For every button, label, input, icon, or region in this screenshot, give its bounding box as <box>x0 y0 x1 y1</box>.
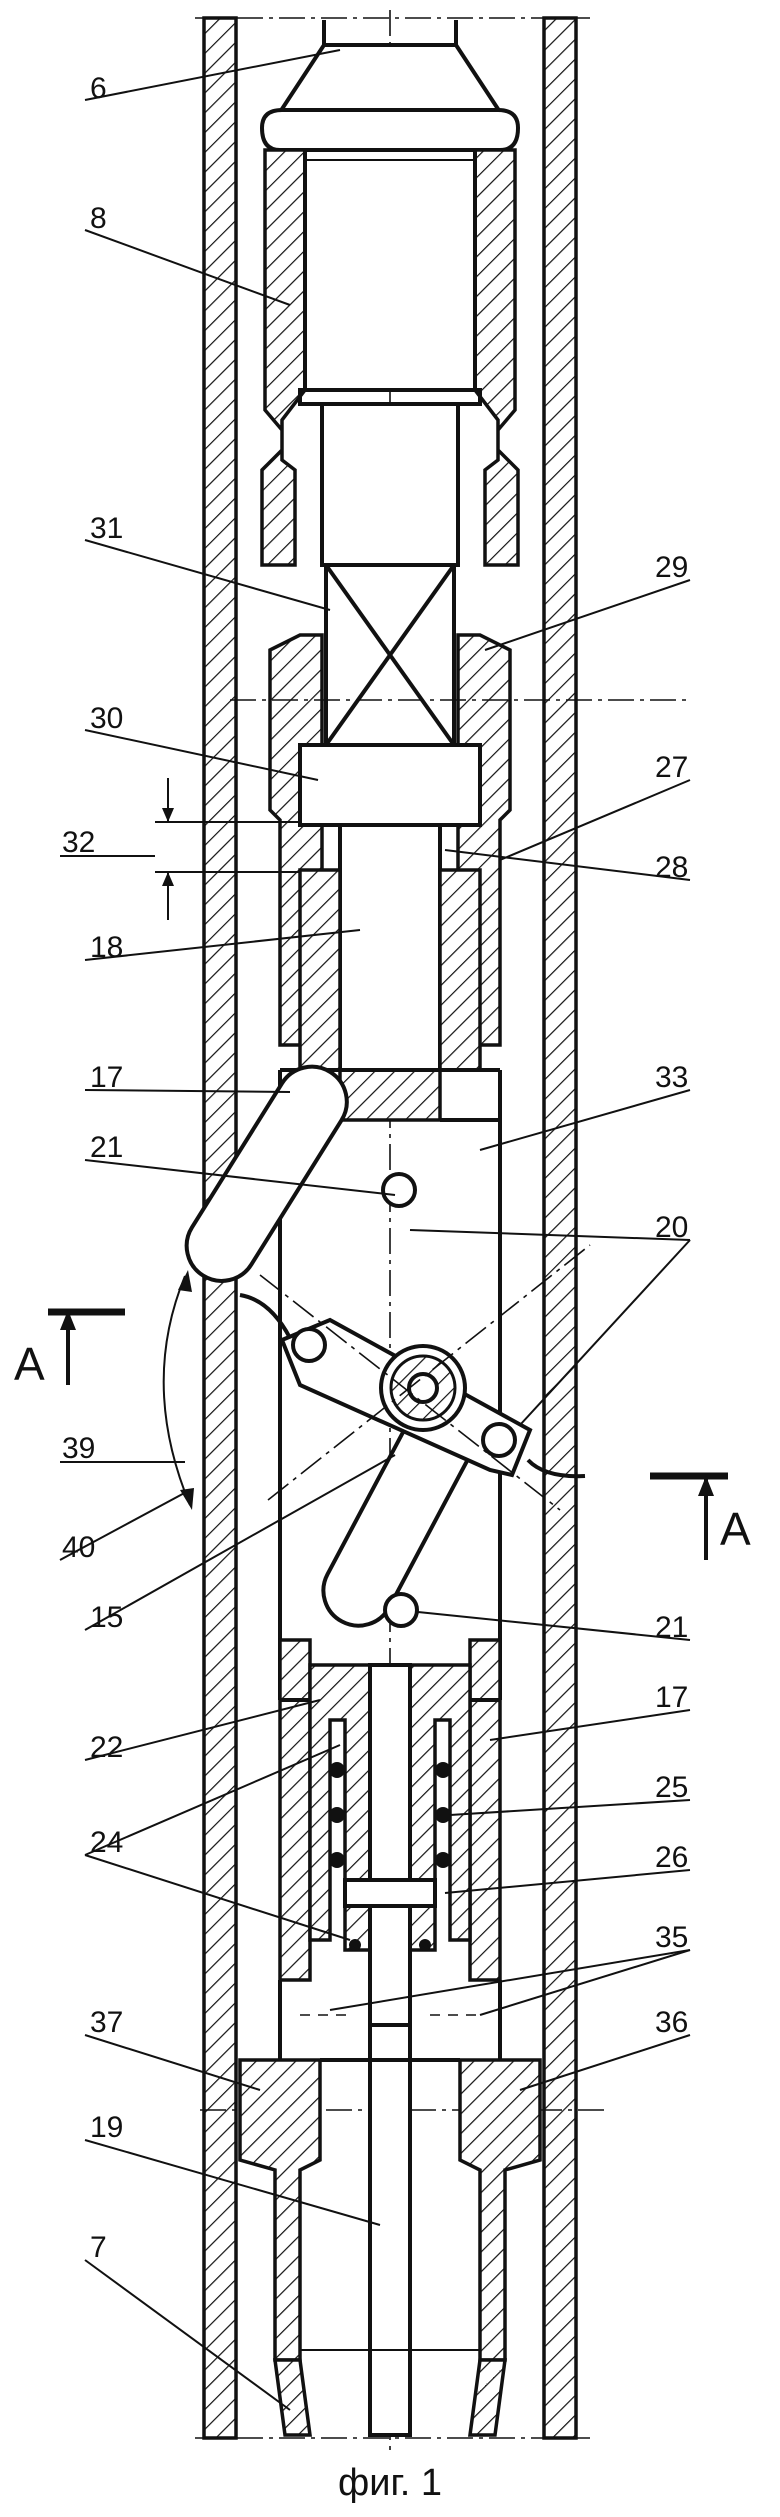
label-17-upper: 17 <box>90 1061 123 1094</box>
piston-head <box>298 743 482 827</box>
figure-caption: фиг. 1 <box>338 2462 442 2504</box>
dimension-32 <box>155 778 300 920</box>
lower-body <box>278 1638 502 2060</box>
label-15: 15 <box>90 1601 123 1634</box>
bottom-coupling <box>200 2023 610 2437</box>
label-31: 31 <box>90 512 123 545</box>
label-32: 32 <box>62 826 95 859</box>
part-labels: 6 8 31 29 30 27 32 28 18 17 33 21 20 A 3… <box>14 72 751 2264</box>
label-27: 27 <box>655 751 688 784</box>
label-18: 18 <box>90 931 123 964</box>
section-line-a <box>48 1293 728 1560</box>
label-21-upper: 21 <box>90 1131 123 1164</box>
label-6: 6 <box>90 72 107 105</box>
angle-39 <box>162 1270 194 1510</box>
label-33: 33 <box>655 1061 688 1094</box>
upper-housing <box>260 148 520 567</box>
label-20: 20 <box>655 1211 688 1244</box>
upper-rod-assembly <box>278 823 502 1122</box>
linkage <box>184 1064 591 1628</box>
label-30: 30 <box>90 702 123 735</box>
label-7: 7 <box>90 2231 107 2264</box>
label-39: 39 <box>62 1432 95 1465</box>
label-37: 37 <box>90 2006 123 2039</box>
label-28: 28 <box>655 851 688 884</box>
label-29: 29 <box>655 551 688 584</box>
label-36: 36 <box>655 2006 688 2039</box>
label-35: 35 <box>655 1921 688 1954</box>
label-22: 22 <box>90 1731 123 1764</box>
label-19: 19 <box>90 2111 123 2144</box>
label-26: 26 <box>655 1841 688 1874</box>
spring-coils <box>329 1762 451 1868</box>
leader-lines <box>59 49 691 2411</box>
label-21-lower: 21 <box>655 1611 688 1644</box>
section-label-a-left: A <box>14 1338 45 1390</box>
label-24: 24 <box>90 1826 123 1859</box>
label-8: 8 <box>90 202 107 235</box>
label-17-lower: 17 <box>655 1681 688 1714</box>
square-shank <box>324 563 456 747</box>
label-40: 40 <box>62 1531 95 1564</box>
section-label-a-right: A <box>720 1503 751 1555</box>
top-cone <box>259 20 521 152</box>
label-25: 25 <box>655 1771 688 1804</box>
